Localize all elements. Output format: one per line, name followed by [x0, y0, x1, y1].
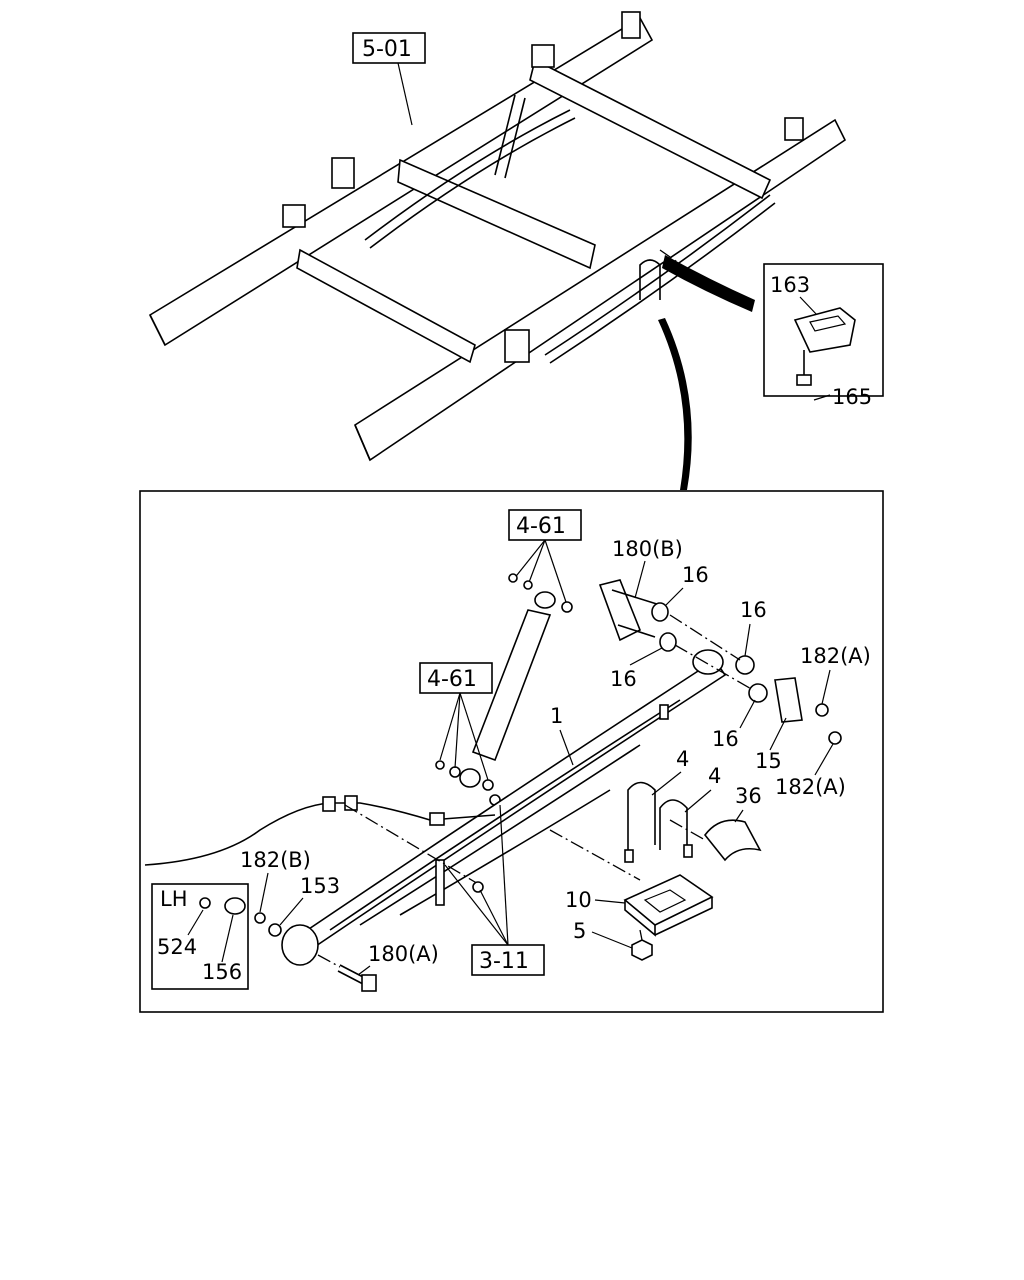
part-label-16-b: 16: [740, 598, 767, 622]
spring-plate: [623, 874, 714, 937]
leaf-spring: [281, 649, 727, 966]
ref-shock-bottom-callout: 4-61: [419, 662, 493, 781]
washer-182b: [254, 912, 266, 924]
svg-text:4-61: 4-61: [516, 514, 566, 539]
part-label-16-c: 16: [610, 667, 637, 691]
part-label-36: 36: [735, 784, 762, 808]
lh-detail-box: LH 524 156: [151, 883, 249, 990]
detail-box-163-165: 163 165: [763, 263, 884, 409]
part-label-4-a: 4: [676, 747, 689, 771]
svg-text:3-11: 3-11: [479, 949, 529, 974]
ref-shock-top-callout: 4-61: [508, 509, 582, 606]
part-label-15: 15: [755, 749, 782, 773]
detail-pointer-main: [658, 318, 692, 490]
chassis-frame-illustration: [148, 11, 847, 462]
part-label-153: 153: [300, 874, 340, 898]
shock-absorber: [435, 573, 573, 806]
lh-label: LH: [160, 887, 188, 911]
part-label-163: 163: [770, 273, 810, 297]
svg-text:5-01: 5-01: [362, 37, 412, 62]
part-label-165: 165: [832, 385, 872, 409]
brake-hose: [144, 802, 496, 866]
part-label-4-b: 4: [708, 764, 721, 788]
ref-brake-callout: 3-11: [444, 804, 545, 976]
part-label-182a-bottom: 182(A): [775, 775, 846, 799]
part-label-182b: 182(B): [240, 848, 311, 872]
part-label-182a-top: 182(A): [800, 644, 871, 668]
washer-153: [268, 923, 282, 937]
svg-text:4-61: 4-61: [427, 667, 477, 692]
detail-pointer-large: [662, 255, 755, 312]
part-label-10: 10: [565, 888, 592, 912]
part-label-1: 1: [550, 704, 563, 728]
shackle-assembly: [598, 579, 842, 745]
part-label-180b: 180(B): [612, 537, 683, 561]
ref-frame-callout: 5-01: [352, 32, 426, 126]
part-label-524: 524: [157, 935, 197, 959]
nut-5: [631, 939, 653, 961]
spacer-36: [703, 819, 762, 862]
part-label-156: 156: [202, 960, 242, 984]
part-label-5: 5: [573, 919, 586, 943]
part-label-16-a: 16: [682, 563, 709, 587]
detail-frame: [139, 490, 884, 1013]
bolt-180a: [337, 964, 377, 992]
part-label-16-d: 16: [712, 727, 739, 751]
part-label-180a: 180(A): [368, 942, 439, 966]
u-bolts: [624, 781, 693, 863]
